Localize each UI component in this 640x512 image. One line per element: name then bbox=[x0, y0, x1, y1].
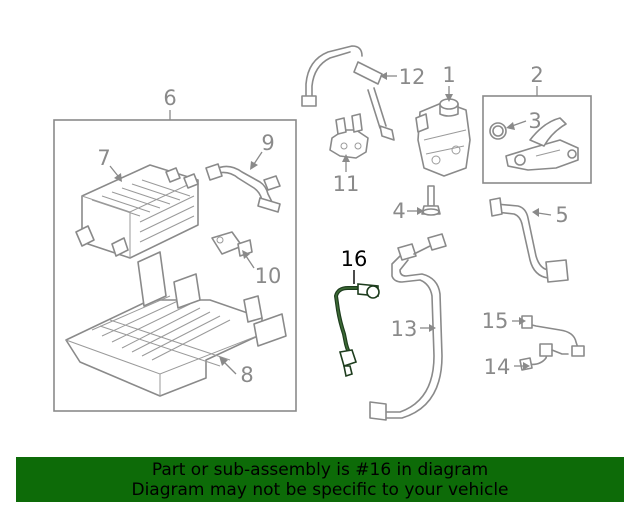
info-banner: Part or sub-assembly is #16 in diagram D… bbox=[16, 457, 624, 502]
callout-14: 14 bbox=[484, 355, 511, 379]
banner-line-1: Part or sub-assembly is #16 in diagram bbox=[151, 459, 489, 480]
purge-hose[interactable] bbox=[205, 163, 281, 213]
callout-5: 5 bbox=[555, 203, 568, 227]
parts-diagram: 1 2 3 4 5 6 7 8 9 10 11 12 13 14 15 16 bbox=[53, 45, 592, 421]
callout-11: 11 bbox=[333, 172, 360, 196]
vacuum-tube[interactable] bbox=[301, 45, 395, 141]
callout-2: 2 bbox=[530, 63, 543, 87]
oxygen-sensor-16[interactable] bbox=[334, 283, 380, 378]
callout-leaders bbox=[109, 72, 552, 375]
egr-pipe[interactable] bbox=[369, 233, 447, 421]
temperature-sensor-15[interactable] bbox=[521, 315, 585, 357]
callout-15: 15 bbox=[482, 309, 509, 333]
callout-9: 9 bbox=[261, 131, 274, 155]
callout-6: 6 bbox=[163, 86, 176, 110]
bolt[interactable] bbox=[421, 185, 441, 216]
coolant-tube[interactable] bbox=[489, 197, 569, 283]
callout-7: 7 bbox=[97, 146, 110, 170]
callout-1: 1 bbox=[442, 63, 455, 87]
callout-10: 10 bbox=[255, 264, 282, 288]
callout-4: 4 bbox=[392, 199, 405, 223]
egr-valve[interactable] bbox=[415, 98, 471, 177]
connector-clip[interactable] bbox=[211, 231, 253, 257]
callout-3: 3 bbox=[528, 109, 541, 133]
gasket-ring[interactable] bbox=[489, 122, 507, 140]
mounting-bracket[interactable] bbox=[329, 113, 369, 159]
charcoal-canister[interactable] bbox=[75, 164, 199, 259]
canister-assembly-box bbox=[53, 119, 297, 412]
egr-bracket[interactable] bbox=[505, 117, 579, 171]
callout-8: 8 bbox=[240, 363, 253, 387]
banner-line-2: Diagram may not be specific to your vehi… bbox=[131, 479, 509, 500]
callout-16: 16 bbox=[341, 247, 368, 271]
callout-13: 13 bbox=[391, 317, 418, 341]
canister-bracket[interactable] bbox=[65, 251, 287, 397]
callout-12: 12 bbox=[399, 65, 426, 89]
